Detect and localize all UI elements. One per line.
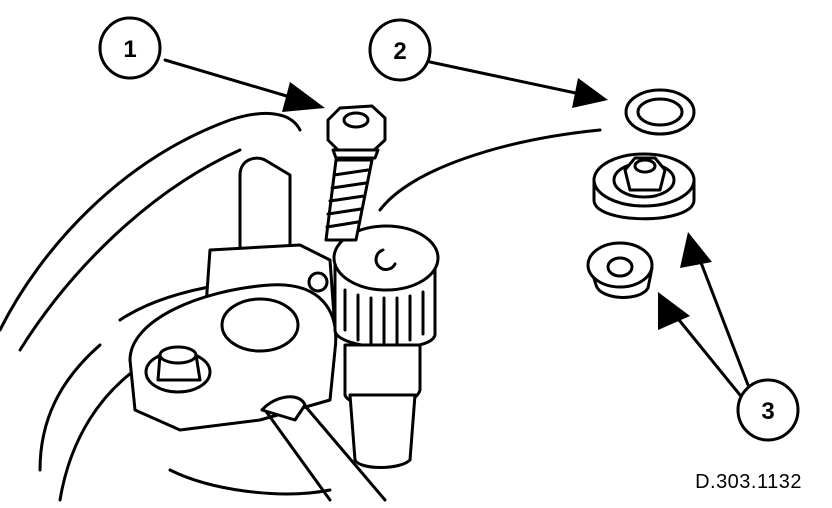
arrowhead-1: [282, 82, 325, 112]
mounting-bolt: [324, 104, 387, 242]
callout-1-label: 1: [123, 36, 136, 63]
sealing-face-curve: [378, 128, 602, 212]
callout-3: 3: [736, 378, 800, 442]
clamp-bolt: [144, 345, 212, 394]
leak-off-pipe: [260, 395, 387, 502]
sealing-washer: [624, 88, 696, 136]
callout-3-label: 3: [761, 398, 774, 425]
arrowhead-3a: [680, 232, 712, 268]
arrowhead-2: [572, 78, 608, 108]
reference-code: D.303.1132: [695, 471, 802, 493]
callout-2: 2: [368, 18, 432, 82]
housing-outline: [0, 111, 332, 502]
callout-1: 1: [98, 16, 162, 80]
leader-lines: [163, 58, 750, 397]
union-nut: [332, 224, 440, 469]
callout-2-label: 2: [393, 38, 406, 65]
lower-seal: [586, 241, 654, 299]
upper-seal: [592, 152, 696, 221]
arrowhead-3b: [658, 292, 690, 330]
